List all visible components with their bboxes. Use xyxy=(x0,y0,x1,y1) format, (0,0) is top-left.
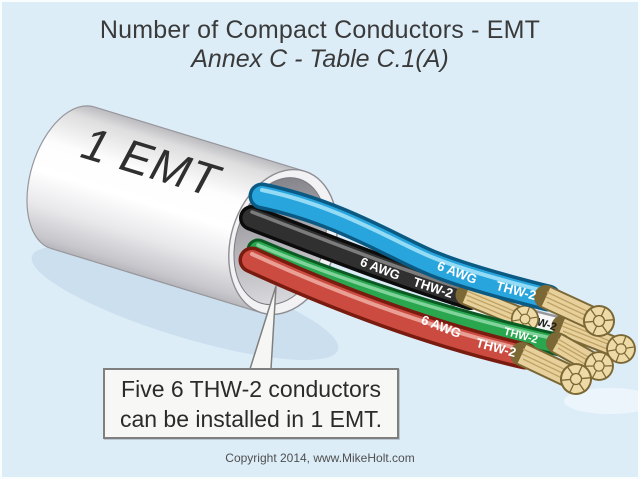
callout-line-2: can be installed in 1 EMT. xyxy=(119,406,383,432)
page-subtitle: Annex C - Table C.1(A) xyxy=(191,45,449,73)
wire-blue: 6 AWG THW-2 xyxy=(248,182,620,342)
copyright-text: Copyright 2014, www.MikeHolt.com xyxy=(225,451,415,465)
page-title: Number of Compact Conductors - EMT xyxy=(99,16,541,44)
callout-box: Five 6 THW-2 conductors can be installed… xyxy=(103,368,399,439)
wire-end-glow xyxy=(564,388,640,414)
callout-line-1: Five 6 THW-2 conductors xyxy=(121,376,381,402)
